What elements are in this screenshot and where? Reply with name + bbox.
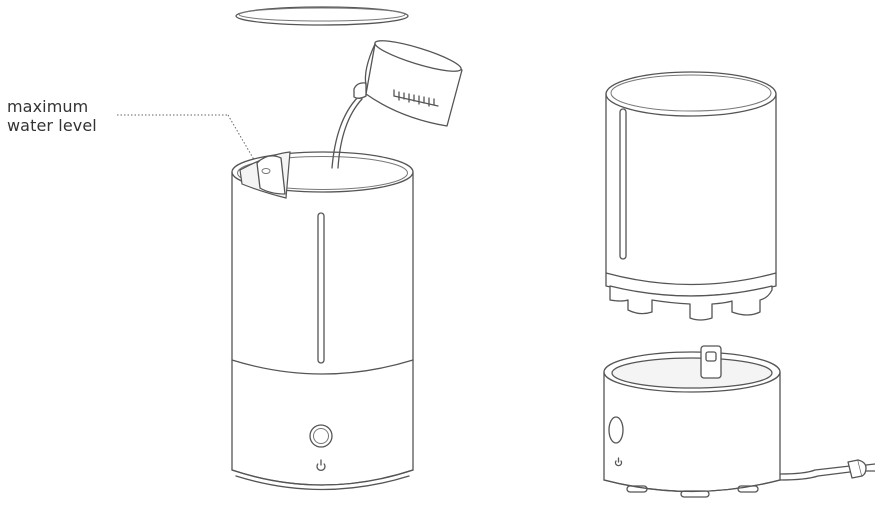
- base-unit: [604, 346, 780, 497]
- max-water-level-label: maximum water level: [7, 97, 117, 135]
- humidifier-assembled: [232, 152, 413, 490]
- callout-leader: [117, 115, 260, 170]
- water-tank-upper: [606, 72, 776, 320]
- power-cord: [780, 460, 875, 480]
- label-line-1: maximum: [7, 97, 117, 116]
- top-lid: [236, 7, 408, 25]
- label-line-2: water level: [7, 116, 117, 135]
- measuring-cup: [354, 35, 463, 126]
